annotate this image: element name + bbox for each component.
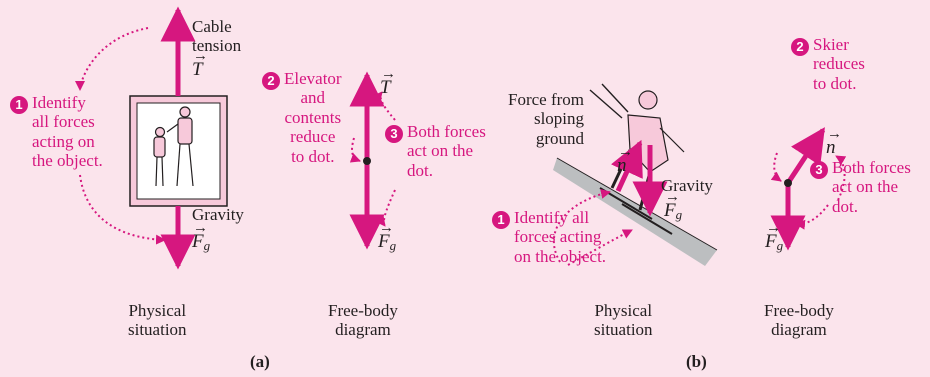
step-badge-3-b: 3 [810, 161, 828, 179]
fbd-dot-b [784, 179, 792, 187]
subfigure-label-a: (a) [250, 352, 270, 371]
identify-forces-label-b: Identify all forces acting on the object… [514, 208, 606, 266]
step-badge-3-a: 3 [385, 125, 403, 143]
dotted-curve-to-tension [80, 28, 148, 90]
gravity-symbol-a: Fg→ [192, 232, 210, 251]
fbd-normal-symbol-b: n→ [826, 138, 836, 157]
dotted-curve-elevator-dot [352, 138, 360, 161]
normal-symbol-b: n→ [617, 156, 627, 175]
fbd-gravity-symbol-a: Fg→ [378, 232, 396, 251]
caption-fbd-b: Free-body diagram [764, 301, 834, 340]
both-forces-label-a: Both forces act on the dot. [407, 122, 486, 180]
skier-dot-label: Skier reduces to dot. [813, 35, 865, 93]
caption-fbd-a: Free-body diagram [328, 301, 398, 340]
tension-symbol-a: T→ [192, 60, 203, 79]
subfigure-label-b: (b) [686, 352, 707, 371]
identify-forces-label-a: Identify all forces acting on the object… [32, 93, 103, 171]
fbd-dot-a [363, 157, 371, 165]
elevator-window [137, 103, 220, 199]
caption-physical-b: Physical situation [594, 301, 653, 340]
step-badge-2-b: 2 [791, 38, 809, 56]
fbd-tension-symbol-a: T→ [380, 78, 391, 97]
both-forces-label-b: Both forces act on the dot. [832, 158, 911, 216]
step-badge-1-a: 1 [10, 96, 28, 114]
step-badge-1-b: 1 [492, 211, 510, 229]
caption-physical-a: Physical situation [128, 301, 187, 340]
gravity-symbol-b: Fg→ [664, 201, 682, 220]
dotted-curve-both-down-b [796, 205, 828, 224]
fbd-gravity-symbol-b: Fg→ [765, 232, 783, 251]
force-from-ground-label: Force from sloping ground [508, 90, 584, 148]
step-badge-2-a: 2 [262, 72, 280, 90]
dotted-curve-skier-dot [774, 153, 781, 181]
elevator-dot-label: Elevator and contents reduce to dot. [284, 69, 342, 166]
